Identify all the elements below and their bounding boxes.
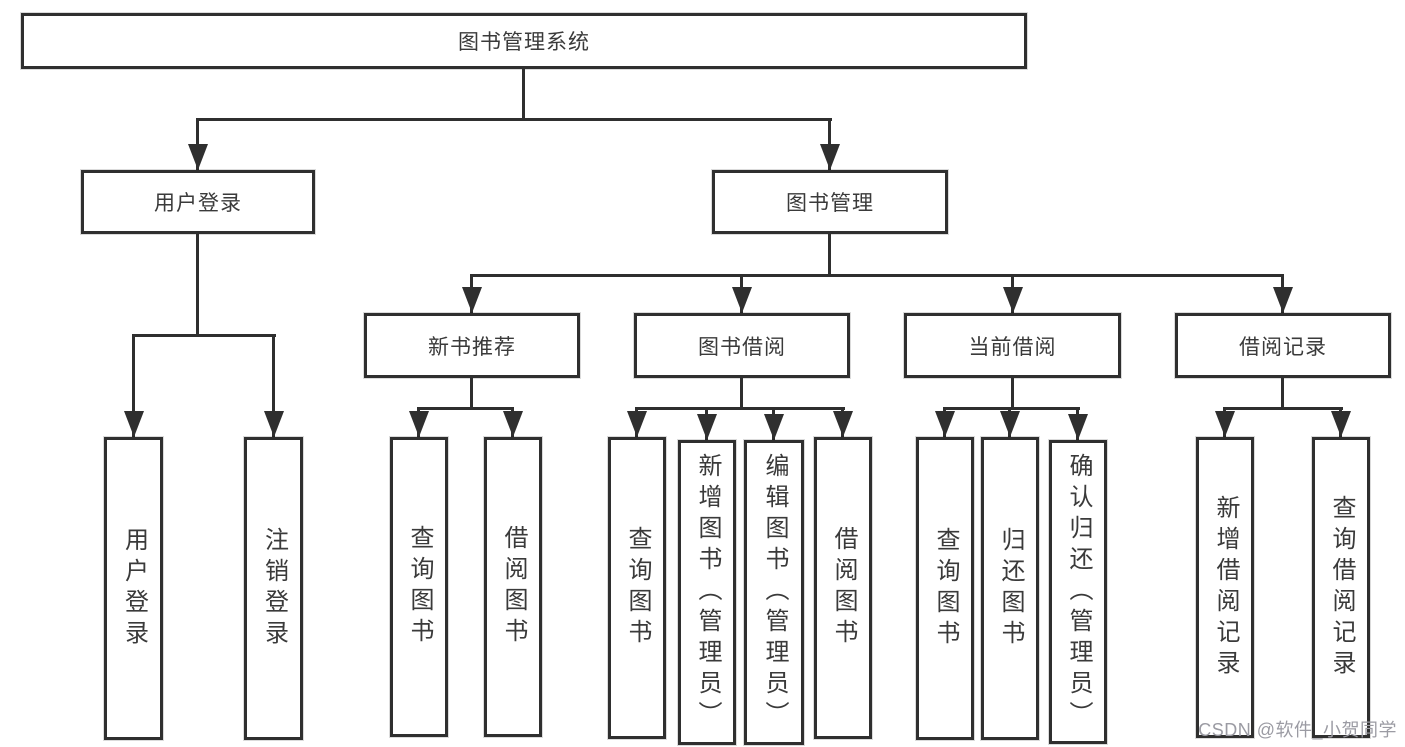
- connector-line: [132, 334, 276, 337]
- connector-line: [132, 334, 135, 437]
- arrow-down-icon: [820, 144, 840, 170]
- connector-line: [740, 378, 743, 410]
- connector-line: [272, 334, 275, 437]
- leaf-confirm-return-admin: 确认归还（管理员）: [1049, 440, 1107, 744]
- arrow-down-icon: [935, 411, 955, 437]
- node-current-borrowing: 当前借阅: [904, 313, 1121, 378]
- arrow-down-icon: [627, 411, 647, 437]
- connector-line: [196, 234, 199, 337]
- leaf-user-login: 用户登录: [104, 437, 163, 740]
- leaf-query-book-recommend: 查询图书: [390, 437, 448, 737]
- connector-line: [635, 407, 845, 410]
- leaf-query-borrow-record: 查询借阅记录: [1312, 437, 1370, 738]
- leaf-add-borrow-record: 新增借阅记录: [1196, 437, 1254, 738]
- node-new-book-recommend: 新书推荐: [364, 313, 580, 378]
- connector-line: [828, 234, 831, 277]
- leaf-return-book: 归还图书: [981, 437, 1039, 740]
- node-book-borrowing: 图书借阅: [634, 313, 850, 378]
- arrow-down-icon: [1331, 411, 1351, 437]
- leaf-query-book-current: 查询图书: [916, 437, 974, 740]
- arrow-down-icon: [697, 414, 717, 440]
- node-user-login-branch: 用户登录: [81, 170, 315, 234]
- connector-line: [943, 407, 1080, 410]
- connector-line: [1011, 378, 1014, 410]
- arrow-down-icon: [503, 411, 523, 437]
- arrow-down-icon: [124, 411, 144, 437]
- arrow-down-icon: [1215, 411, 1235, 437]
- arrow-down-icon: [1003, 287, 1023, 313]
- leaf-edit-book-admin: 编辑图书（管理员）: [744, 440, 804, 745]
- connector-line: [522, 69, 525, 121]
- leaf-logout: 注销登录: [244, 437, 303, 740]
- node-borrowing-records: 借阅记录: [1175, 313, 1391, 378]
- node-book-management: 图书管理: [712, 170, 948, 234]
- leaf-add-book-admin: 新增图书（管理员）: [678, 440, 736, 745]
- csdn-watermark: CSDN @软件_小贺同学: [1198, 720, 1397, 740]
- connector-line: [470, 274, 1284, 277]
- arrow-down-icon: [833, 411, 853, 437]
- connector-line: [1223, 407, 1343, 410]
- arrow-down-icon: [264, 411, 284, 437]
- leaf-borrow-book-recommend: 借阅图书: [484, 437, 542, 737]
- connector-line: [470, 378, 473, 410]
- connector-line: [1281, 378, 1284, 410]
- node-library-system: 图书管理系统: [21, 13, 1027, 69]
- arrow-down-icon: [1273, 287, 1293, 313]
- arrow-down-icon: [1068, 414, 1088, 440]
- arrow-down-icon: [462, 287, 482, 313]
- leaf-query-book-borrowing: 查询图书: [608, 437, 666, 739]
- arrow-down-icon: [409, 411, 429, 437]
- arrow-down-icon: [732, 287, 752, 313]
- connector-line: [417, 407, 514, 410]
- arrow-down-icon: [764, 414, 784, 440]
- arrow-down-icon: [1000, 411, 1020, 437]
- connector-line: [196, 118, 832, 121]
- arrow-down-icon: [188, 144, 208, 170]
- leaf-borrow-book-borrowing: 借阅图书: [814, 437, 872, 739]
